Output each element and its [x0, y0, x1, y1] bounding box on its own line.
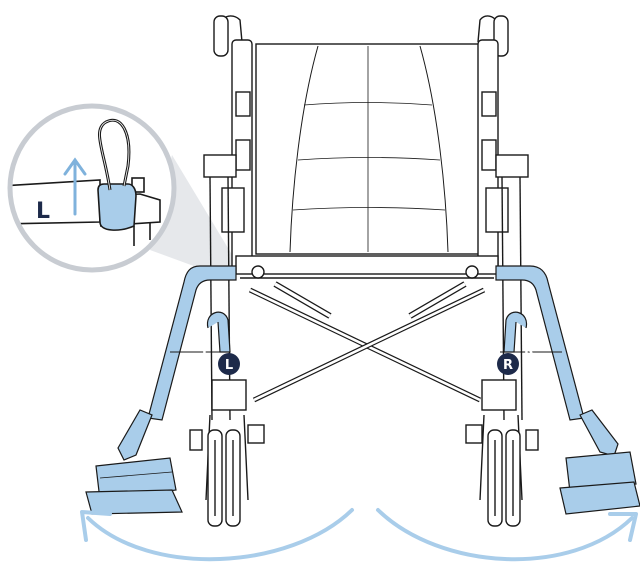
backrest — [255, 43, 487, 255]
svg-text:R: R — [503, 358, 513, 373]
left-side-marker: L — [202, 344, 210, 359]
right-badge: R — [497, 353, 519, 375]
svg-text:L: L — [225, 358, 233, 373]
zoom-detail: L — [7, 103, 177, 273]
left-footrest — [85, 265, 237, 515]
right-footrest — [495, 265, 640, 515]
zoom-side-label: L — [36, 199, 50, 224]
up-arrow-icon — [63, 157, 87, 216]
left-swing-arrow — [80, 508, 354, 562]
left-release-lever — [206, 311, 231, 353]
right-side-marker: R — [524, 344, 534, 359]
left-badge: L — [218, 353, 240, 375]
cross-brace — [235, 255, 499, 403]
right-frame — [477, 15, 529, 421]
left-frame — [203, 15, 253, 421]
right-caster — [465, 379, 539, 527]
right-release-lever — [503, 311, 528, 353]
left-caster — [189, 379, 265, 527]
right-swing-arrow — [376, 508, 638, 562]
